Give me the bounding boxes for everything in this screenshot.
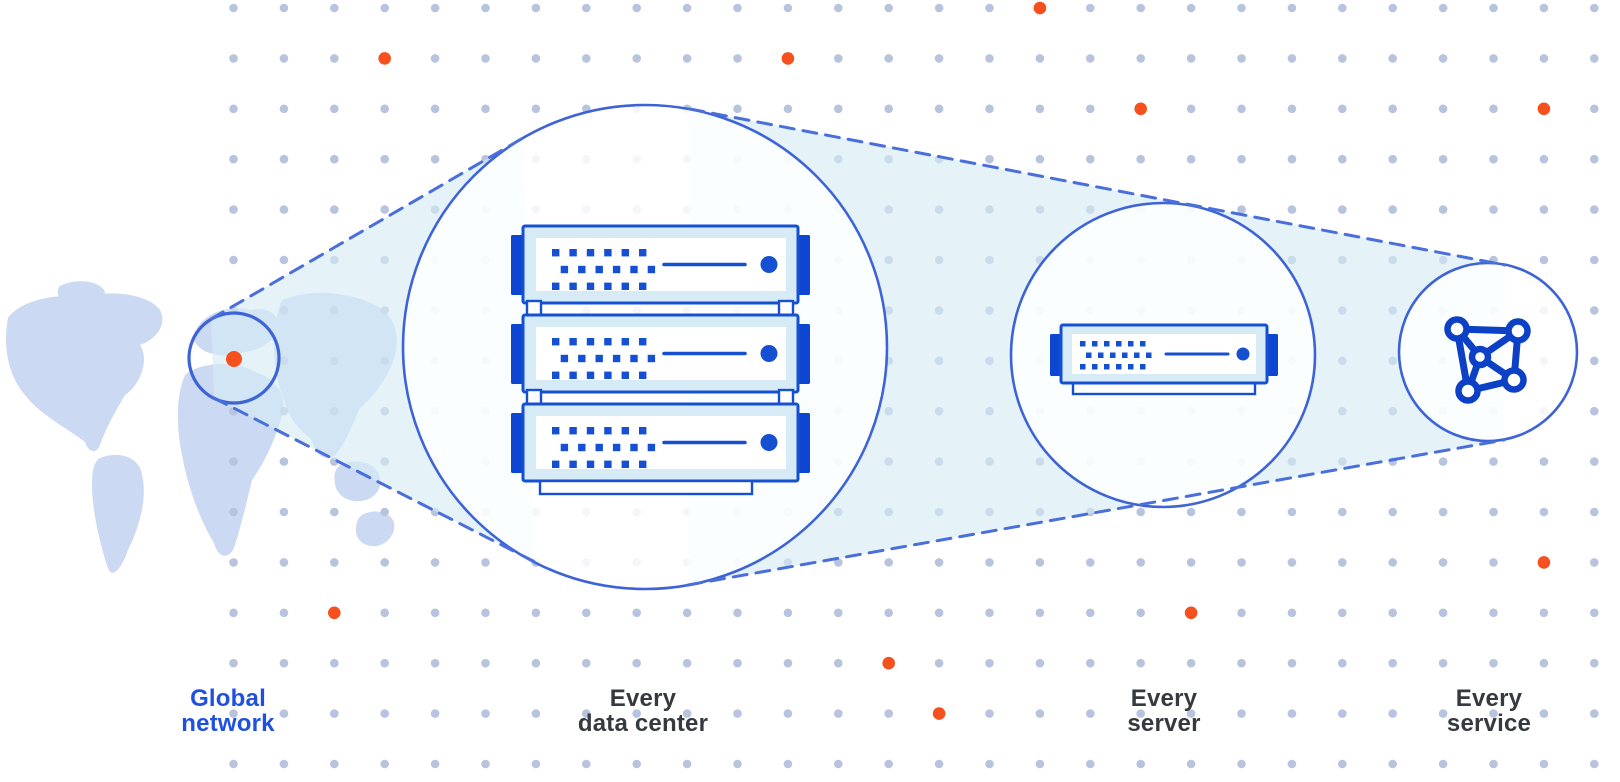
label-every-service: Every service bbox=[1364, 686, 1614, 736]
label-line: service bbox=[1446, 710, 1532, 737]
label-line: network bbox=[181, 710, 275, 737]
server-icon bbox=[1050, 323, 1278, 396]
server-stack-icon bbox=[509, 224, 812, 496]
map-focus-circle bbox=[187, 311, 281, 405]
label-every-data-center: Every data center bbox=[518, 686, 768, 736]
label-line: Every bbox=[609, 685, 677, 712]
label-line: data center bbox=[577, 710, 709, 737]
label-global-network: Global network bbox=[103, 686, 353, 736]
network-mesh-icon bbox=[1444, 316, 1531, 404]
label-line: server bbox=[1127, 710, 1201, 737]
label-line: Every bbox=[1130, 685, 1198, 712]
server-led-pattern bbox=[1080, 341, 1152, 370]
beam-dashed-edges bbox=[209, 107, 1507, 587]
label-line: Every bbox=[1455, 685, 1523, 712]
label-every-server: Every server bbox=[1039, 686, 1289, 736]
label-line: Global bbox=[190, 685, 266, 712]
map-pin-dot-icon bbox=[226, 351, 242, 367]
